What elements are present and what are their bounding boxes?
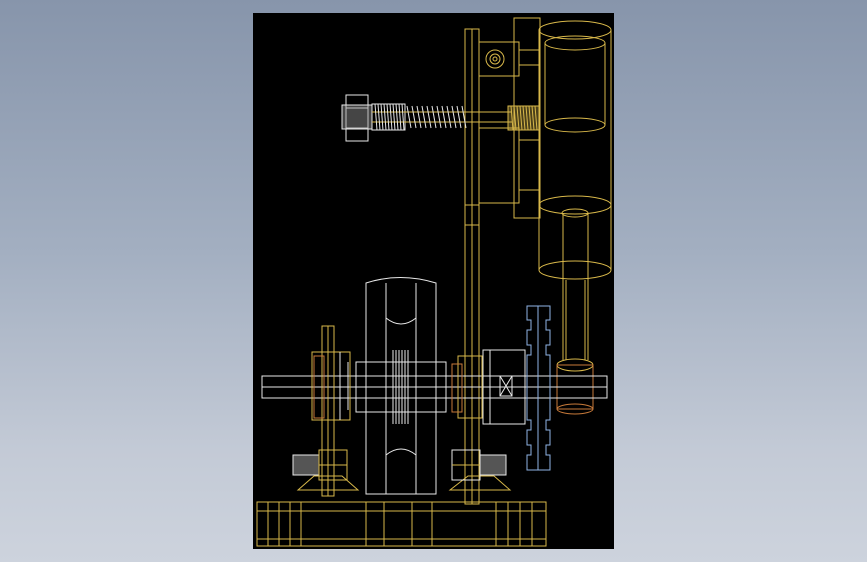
- spring-coil: [446, 105, 452, 129]
- base-plate: [256, 501, 547, 547]
- compression-spring: [406, 105, 467, 129]
- bolt-thread: [519, 105, 523, 131]
- mechanism-wireframe: [256, 17, 612, 547]
- bolt-thread: [395, 103, 399, 131]
- flywheel: [355, 277, 447, 495]
- spring-coil: [451, 105, 457, 129]
- vertical-frame: [464, 17, 541, 505]
- spring-coil: [411, 105, 417, 129]
- bolt-thread: [525, 105, 529, 131]
- bolt-thread: [386, 103, 390, 131]
- spring-coil: [461, 105, 467, 129]
- spring-coil: [421, 105, 427, 129]
- bolt-thread: [398, 103, 402, 131]
- right-bearing-stand: [448, 349, 526, 491]
- bolt-thread: [383, 103, 387, 131]
- left-bearing-stand: [296, 325, 360, 497]
- spur-gear: [526, 305, 551, 471]
- bolt-thread: [510, 105, 514, 131]
- bolt-thread: [374, 103, 378, 131]
- spring-coil: [456, 105, 462, 129]
- spring-coil: [431, 105, 437, 129]
- bolt-thread: [534, 105, 538, 131]
- spring-coil: [436, 105, 442, 129]
- bolt-thread: [528, 105, 532, 131]
- bolt-thread: [401, 103, 405, 131]
- bolt-thread: [531, 105, 535, 131]
- bolt-thread: [513, 105, 517, 131]
- foot-bolt-left: [292, 449, 348, 481]
- piston-rod: [556, 213, 594, 415]
- spring-coil: [426, 105, 432, 129]
- spring-coil: [406, 105, 412, 129]
- bolt-thread: [516, 105, 520, 131]
- cylinder-lower: [538, 195, 612, 280]
- drawing-sheet: [253, 13, 614, 549]
- bolt-thread: [377, 103, 381, 131]
- foot-bolt-right: [451, 449, 507, 481]
- cylinder-upper: [538, 20, 612, 205]
- bolt-thread: [380, 103, 384, 131]
- spring-coil: [441, 105, 447, 129]
- spring-coil: [416, 105, 422, 129]
- adjusting-bolt: [341, 94, 541, 142]
- bolt-thread: [392, 103, 396, 131]
- bolt-thread: [522, 105, 526, 131]
- bolt-thread: [389, 103, 393, 131]
